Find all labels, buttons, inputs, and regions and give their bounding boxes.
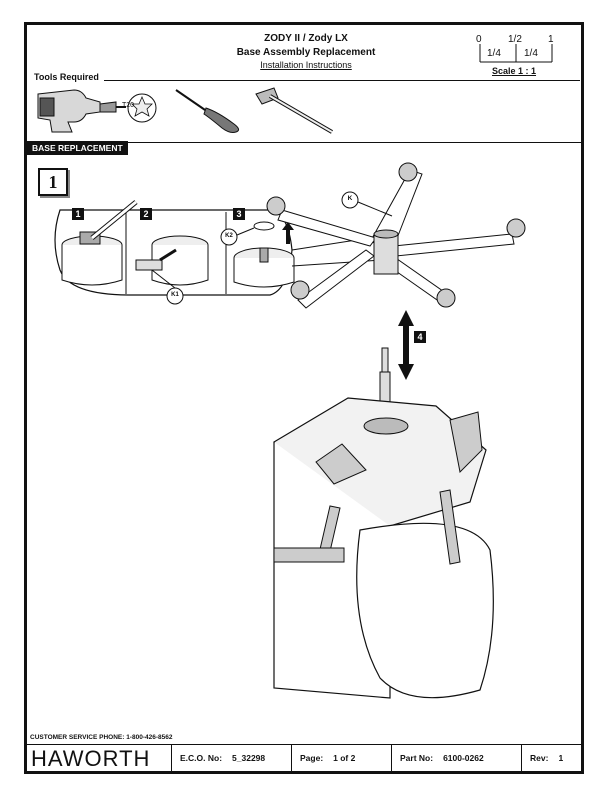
- rev-value: 1: [558, 753, 564, 763]
- tools-divider: [104, 80, 580, 81]
- document-type: Installation Instructions: [260, 60, 352, 70]
- section-label: BASE REPLACEMENT: [27, 141, 128, 155]
- inset-step-3: 3: [233, 208, 245, 220]
- assembly-diagram: [54, 162, 526, 699]
- step-4-marker: 4: [414, 331, 426, 343]
- scale-ticks: [479, 44, 553, 63]
- customer-service-phone: CUSTOMER SERVICE PHONE: 1-800-426-8562: [30, 734, 173, 741]
- scale-one: 1: [548, 34, 554, 45]
- step-number: 1: [38, 168, 68, 196]
- scale-zero: 0: [476, 34, 482, 45]
- callout-k: K: [347, 195, 353, 202]
- part-label: Part No:: [400, 753, 434, 763]
- screwdriver-icon: [175, 89, 240, 133]
- scale-quarter-right: 1/4: [524, 48, 538, 59]
- eco-label: E.C.O. No:: [180, 753, 223, 763]
- callout-k1: K1: [171, 292, 179, 298]
- t20-bit-label: T20: [122, 102, 135, 109]
- haworth-logo: HAWORTH: [31, 746, 151, 771]
- part-cell: Part No: 6100-0262: [391, 745, 521, 771]
- eco-cell: E.C.O. No: 5_32298: [171, 745, 291, 771]
- rev-label: Rev:: [530, 753, 549, 763]
- inset-step-1: 1: [72, 208, 84, 220]
- page-cell: Page: 1 of 2: [291, 745, 391, 771]
- document-subtitle: Base Assembly Replacement: [236, 47, 376, 58]
- section-divider: [27, 142, 582, 143]
- footer-bar: HAWORTH E.C.O. No: 5_32298 Page: 1 of 2 …: [27, 745, 582, 771]
- page-frame: [24, 22, 584, 774]
- callout-k2: K2: [225, 233, 233, 239]
- inset-step-2: 2: [140, 208, 152, 220]
- hammer-icon: [255, 87, 334, 134]
- tools-heading: Tools Required: [34, 72, 99, 82]
- page-label: Page:: [300, 753, 324, 763]
- eco-value: 5_32298: [232, 753, 266, 763]
- document-title: ZODY II / Zody LX: [264, 33, 348, 44]
- scale-text: Scale 1 : 1: [492, 66, 537, 76]
- rev-cell: Rev: 1: [521, 745, 579, 771]
- drill-icon: [37, 89, 157, 133]
- scale-half: 1/2: [508, 34, 522, 45]
- scale-quarter-left: 1/4: [487, 48, 501, 59]
- part-value: 6100-0262: [443, 753, 484, 763]
- page-value: 1 of 2: [333, 753, 356, 763]
- footer-divider: [27, 744, 582, 745]
